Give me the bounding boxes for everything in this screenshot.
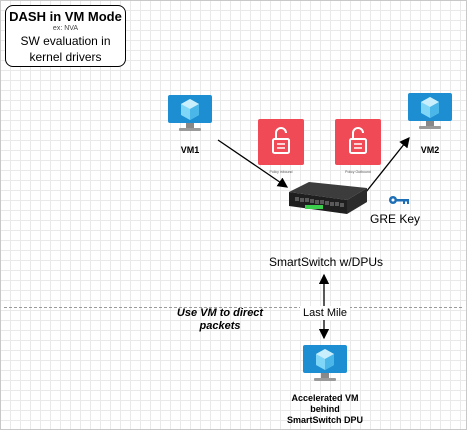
vm2-monitor-icon [407,92,453,132]
policy-outbound-icon [335,119,381,165]
use-vm-note-line-2: packets [199,320,241,332]
title-box: DASH in VM Mode ex: NVA SW evaluation in… [5,5,126,67]
unlock-icon [272,127,290,154]
diagram-title: DASH in VM Mode [9,9,122,24]
description-line-1: SW evaluation in [20,34,111,48]
gre-key-label: GRE Key [370,212,421,226]
vm2-label: VM2 [420,145,440,155]
accelerated-vm-line-3: SmartSwitch DPU [286,415,364,425]
policy-inbound-caption: Policy Inbound [269,170,293,174]
use-vm-note: Use VM to direct packets [160,307,280,333]
arrow-vm1-to-switch [217,139,289,188]
vm1-monitor-icon [167,94,213,134]
accelerated-vm-line-1: Accelerated VM [291,393,359,403]
vm1-label: VM1 [180,145,200,155]
key-icon [388,193,410,211]
unlock-icon [349,127,367,154]
accelerated-vm-monitor-icon [302,344,348,384]
separator-line [4,307,462,308]
description-line-2: kernel drivers [29,50,102,64]
policy-inbound-icon [258,119,304,165]
arrow-switch-to-vm2 [365,136,410,193]
policy-outbound-caption: Policy Outbound [345,170,371,174]
last-mile-label: Last Mile [300,306,351,320]
accelerated-vm-line-2: behind [310,404,340,414]
smartswitch-label: SmartSwitch w/DPUs [269,255,384,269]
network-switch-icon [283,178,369,229]
use-vm-note-line-1: Use VM to direct [176,307,264,319]
diagram-subtitle: ex: NVA [52,25,79,32]
accelerated-vm-label: Accelerated VM behind SmartSwitch DPU [265,393,385,426]
